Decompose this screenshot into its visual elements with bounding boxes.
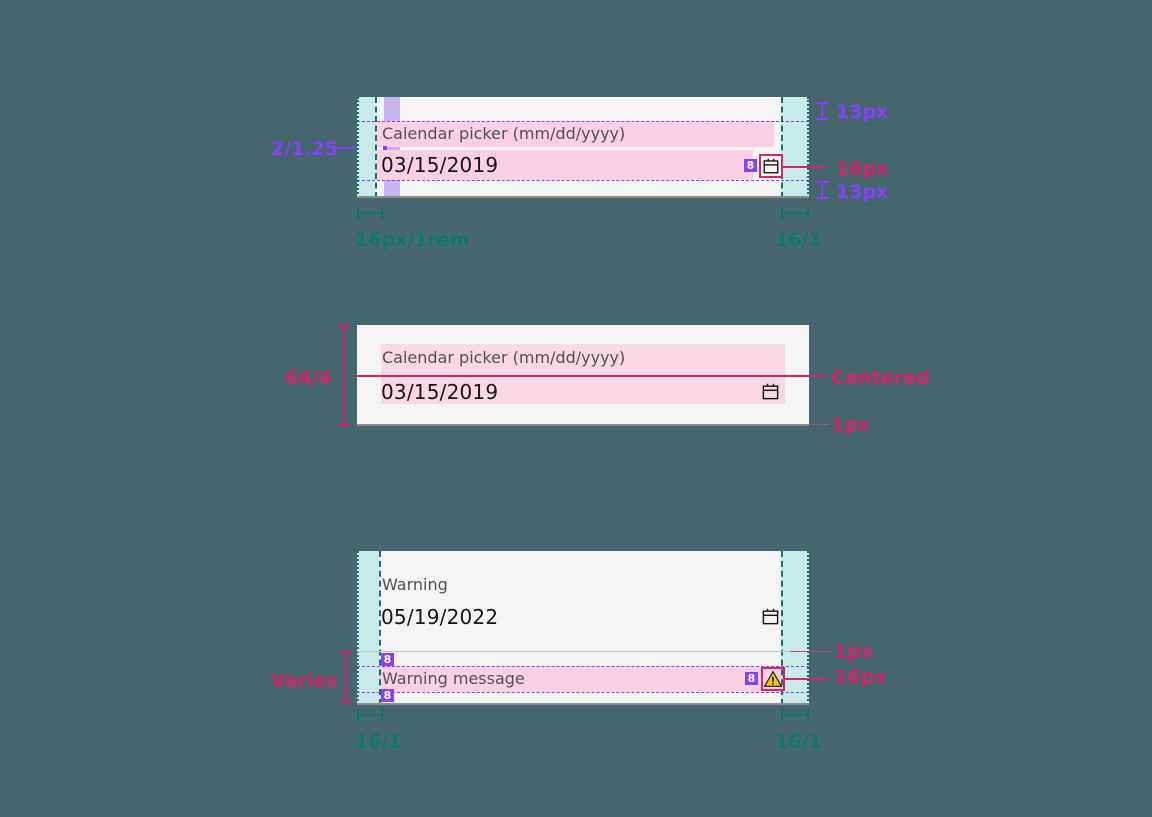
- field-underline-2: [357, 424, 809, 426]
- right-padding-measure-1: [781, 206, 809, 220]
- annotation-line-height-ratio: 2/1.25: [271, 138, 339, 160]
- annotation-border-width-3: 1px: [834, 641, 874, 663]
- warning-label: Warning: [382, 575, 448, 594]
- left-padding-measure-3: [357, 708, 383, 722]
- annotation-bottom-padding: 13px: [836, 181, 889, 203]
- helper-text-measure-band: [379, 666, 783, 692]
- height-measure-bracket-2: [338, 325, 350, 426]
- annotation-left-padding-3: 16/1: [355, 731, 402, 753]
- calendar-icon-measure-box: [759, 154, 783, 178]
- right-edge-guide-3: [807, 551, 809, 705]
- content-right-guide-3: [781, 551, 783, 705]
- left-edge-guide-3: [357, 551, 359, 705]
- annotation-centered: Centered: [831, 367, 930, 389]
- calendar-icon-3[interactable]: [761, 607, 780, 626]
- warning-icon-measure-box: [761, 667, 785, 691]
- warning-value: 05/19/2022: [381, 605, 499, 629]
- content-left-guide-3: [379, 551, 381, 705]
- warning-triangle-icon[interactable]: [763, 670, 783, 688]
- value-measure-band: [375, 150, 753, 180]
- right-padding-measure-3: [781, 708, 809, 722]
- content-left-guide: [375, 97, 377, 198]
- field-measure-band-2: [381, 344, 785, 404]
- right-edge-guide: [807, 97, 809, 198]
- left-padding-measure-1: [357, 206, 383, 220]
- annotation-leader-icon-size-1: [783, 166, 827, 168]
- calendar-icon[interactable]: [762, 157, 780, 175]
- annotation-leader-border-3: [790, 651, 830, 652]
- left-padding-guide-band-3: [357, 551, 379, 705]
- annotation-leader-left-1: [337, 147, 357, 149]
- calendar-icon-2[interactable]: [761, 382, 780, 401]
- varies-height-bracket: [340, 651, 352, 703]
- measure-ibeam-bottom: [816, 181, 828, 199]
- measure-ibeam-top: [816, 102, 828, 120]
- centered-axis-line: [357, 375, 827, 377]
- calendar-picker-value-2: 03/15/2019: [381, 380, 499, 404]
- field-underline-1: [357, 196, 809, 198]
- annotation-icon-size-1: 16px: [836, 158, 889, 180]
- annotation-right-padding-1: 16/1: [775, 229, 822, 251]
- calendar-picker-label-2: Calendar picker (mm/dd/yyyy): [382, 348, 626, 367]
- annotation-leader-border-2: [809, 424, 829, 425]
- warning-message-text: Warning message: [382, 669, 525, 688]
- annotation-height-2: 64/4: [285, 367, 332, 389]
- helper-bottom-spacing-badge: 8: [381, 689, 394, 702]
- calendar-picker-typography-component[interactable]: [357, 97, 809, 198]
- content-right-guide: [781, 97, 783, 198]
- helper-bottom-guide: [357, 692, 809, 693]
- right-padding-guide-band-3: [781, 551, 809, 705]
- annotation-top-padding: 13px: [836, 101, 889, 123]
- annotation-leader-icon-size-3: [785, 678, 830, 680]
- field-underline-3: [357, 703, 809, 705]
- left-padding-guide-band: [357, 97, 375, 198]
- baseline-marker: [383, 146, 387, 150]
- warning-icon-spacing-badge: 8: [745, 672, 758, 685]
- annotation-left-padding-1: 16px/1rem: [355, 229, 470, 251]
- field-bottom-border-3: [357, 651, 809, 652]
- calendar-picker-value-1: 03/15/2019: [381, 153, 499, 177]
- calendar-picker-label-1: Calendar picker (mm/dd/yyyy): [382, 124, 626, 143]
- helper-top-spacing-badge: 8: [381, 653, 394, 666]
- left-edge-guide: [357, 97, 359, 198]
- annotation-right-padding-3: 16/1: [775, 731, 822, 753]
- value-bottom-guide: [357, 180, 809, 181]
- label-measure-band: [375, 121, 774, 147]
- annotation-icon-size-3: 16px: [834, 666, 887, 688]
- annotation-border-width-2: 1px: [831, 414, 871, 436]
- right-padding-guide-band: [781, 97, 809, 198]
- helper-top-guide: [357, 666, 809, 667]
- label-top-guide: [357, 121, 809, 122]
- annotation-varies-height: Varies: [271, 670, 338, 692]
- icon-spacing-badge-1: 8: [744, 159, 757, 172]
